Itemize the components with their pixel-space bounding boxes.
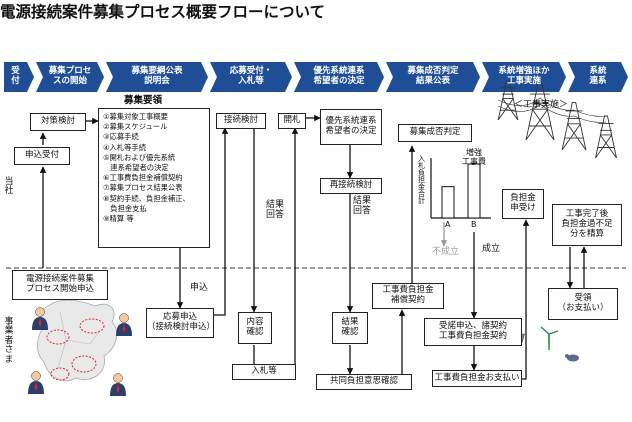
fuseiritsu-label: 不成立 <box>432 247 460 257</box>
chart-category-label: B <box>471 220 477 229</box>
transmission-tower-icon <box>497 80 617 159</box>
chart-ylabel: 入札負担金合計 <box>418 155 425 205</box>
seiritsu-label: 成立 <box>482 244 501 254</box>
stage-label: 受 付 <box>11 66 20 86</box>
lane-label-utility: 当 社 <box>4 177 14 197</box>
seihi-chart <box>430 158 491 219</box>
bosyu-item: ⑨精算 等 <box>103 214 134 224</box>
stage-chevron <box>4 62 34 92</box>
power-line <box>497 97 607 123</box>
kaisatsu-box: 開札 <box>278 113 306 129</box>
bosyu-item: ①募集対象工事概要 <box>103 112 168 121</box>
person <box>116 313 132 336</box>
stage-label: 応募受付・ 入札等 <box>229 66 273 86</box>
juyo-box: 受諾申込、諸契約 工事費負担金契約 <box>424 318 522 346</box>
kekka-kaito-label-1: 結果 回答 <box>266 200 285 221</box>
chart-annotation: 増強 工事費 <box>462 148 486 167</box>
arrow-oubo-to-setsuzoku <box>214 127 229 316</box>
hoshou-box: 工事費負担金 補償契約 <box>372 283 444 309</box>
stage-chevron <box>568 62 628 92</box>
chart-category-label: A <box>445 220 451 229</box>
yusen-box: 優先系統連系 希望者の決定 <box>320 109 382 145</box>
tower <box>561 101 587 151</box>
naiyou-box: 内容 確認 <box>238 312 272 344</box>
futan-uketsuke-box: 負担金 申受け <box>502 189 544 219</box>
nyusatsu-box: 入札等 <box>232 364 296 380</box>
bosyu-item: ②募集スケジュール <box>103 122 168 132</box>
shiharai-box: 工事費負担金お支払い <box>432 370 522 387</box>
person <box>28 371 44 394</box>
stage-label: 優先系統連系 希望者の決定 <box>313 66 365 86</box>
service-area-map-icon <box>37 299 118 382</box>
tower <box>497 80 519 121</box>
stage-label: 募集成否判定 結果公表 <box>407 66 459 86</box>
chart-bar <box>441 186 455 219</box>
bosyu-item: ⑤開札および優先系統 連系希望者の決定 <box>103 152 176 173</box>
saisetsuzoku-box: 再接続検討 <box>320 178 382 194</box>
stage-label: 系統増強ほか 工事実施 <box>498 66 550 86</box>
person-icon <box>28 307 132 396</box>
bosyu-title: 募集要領 <box>124 95 163 106</box>
person <box>110 373 126 396</box>
stage-chevron <box>386 62 480 92</box>
stage-bar <box>4 62 628 92</box>
tower <box>525 83 555 141</box>
seihi-box: 募集成否判定 <box>398 124 472 142</box>
kyodo-box: 共同負担意思確認 <box>316 374 412 390</box>
bosyu-item: ⑧契約手続、負担金補正、 負担金支払 <box>103 193 190 213</box>
chart-bar <box>467 163 481 219</box>
taisaku-box: 対策検討 <box>30 113 86 131</box>
ryoshu-box: 受領 （お支払い） <box>548 288 618 320</box>
kanryo-box: 工事完了後 負担金過不足 分を精算 <box>552 204 622 246</box>
stage-chevron <box>482 62 566 92</box>
moushikomi-box: 申込受付 <box>14 147 70 165</box>
person <box>32 307 48 330</box>
stage-chevron <box>294 62 384 92</box>
kekka-kaito-label-2: 結果 回答 <box>353 196 372 217</box>
stage-label: 募集プロセ スの開始 <box>48 66 92 86</box>
arrow-shiharai-to-futan <box>520 219 530 380</box>
stage-chevron <box>36 62 104 92</box>
oubo-box: 応募申込 （接続検討申込） <box>146 308 215 338</box>
bosyu-item: ⑥工事費負担金補償契約 <box>103 173 183 183</box>
bird-icon <box>565 354 579 362</box>
lane-label-applicant: 事 業 者 さ ま <box>4 317 14 365</box>
bosyu-item: ③応募手続 <box>103 132 139 142</box>
wind-turbine-icon <box>540 326 559 350</box>
page-title: 電源接続案件募集プロセス概要フローについて <box>0 3 326 21</box>
bosyu-item: ⑦募集プロセス結果公表 <box>103 183 183 193</box>
bosyu-item: ④入札等手続 <box>103 142 147 152</box>
stage-label: 募集要綱公表 説明会 <box>131 66 183 86</box>
stage-chevron <box>106 62 208 92</box>
setsuzoku-box: 接続検討 <box>216 113 266 129</box>
koji-jisshi-label: ＜工事実施＞ <box>514 100 569 110</box>
kekka-box: 結果 確認 <box>332 312 368 344</box>
stage-chevron <box>210 62 292 92</box>
start-app-box: 電源接続案件募集 プロセス開始申込 <box>12 270 108 300</box>
moushikomi-arrow-label: 申込 <box>190 283 209 293</box>
stage-label: 系統 連系 <box>589 66 607 86</box>
